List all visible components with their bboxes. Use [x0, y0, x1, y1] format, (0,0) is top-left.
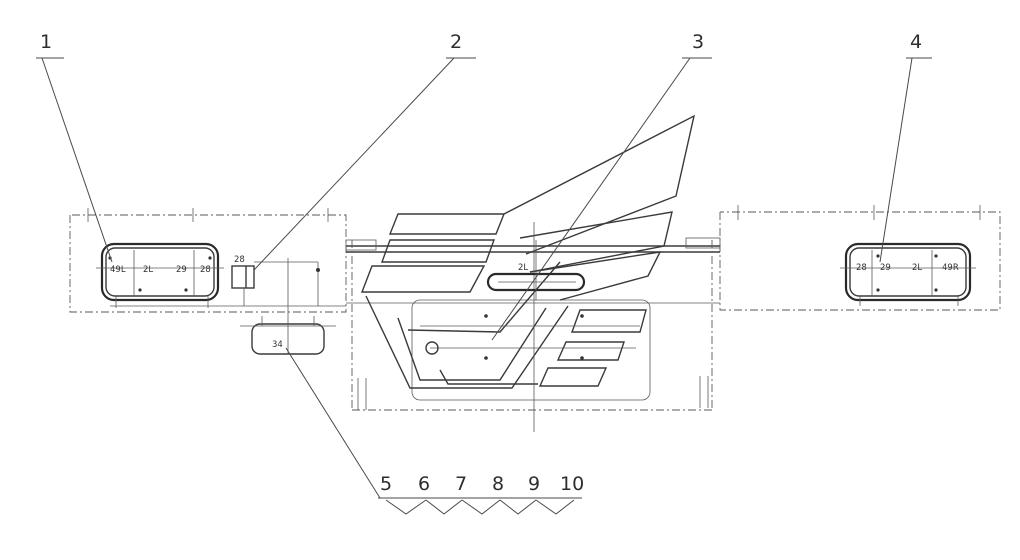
right-frame [719, 205, 1001, 311]
left-lamp-label-49l: 49L [110, 265, 126, 275]
callout-4: 4 [910, 31, 922, 53]
leader-lines [36, 57, 932, 515]
center-lamp-label: 2L [518, 263, 528, 273]
callout-5: 5 [380, 473, 392, 495]
callout-2: 2 [450, 31, 462, 53]
left-lamp-label-29: 29 [176, 265, 187, 275]
callout-3: 3 [692, 31, 704, 53]
small-lamp-label: 28 [234, 255, 245, 265]
center-lamp [486, 240, 586, 300]
lower-lamp-label: 34 [272, 340, 283, 350]
callout-1: 1 [40, 31, 52, 53]
left-lamp-label-2l: 2L [143, 265, 153, 275]
callout-10: 10 [560, 473, 584, 495]
stripe-decal [360, 114, 696, 432]
right-tail-lamp [840, 242, 976, 306]
left-lamp-label-28: 28 [200, 265, 211, 275]
right-lamp-label-49r: 49R [942, 263, 959, 273]
callout-9: 9 [528, 473, 540, 495]
lower-lamp [240, 312, 336, 355]
callout-6: 6 [418, 473, 430, 495]
left-frame [69, 208, 347, 313]
small-lamp [231, 258, 320, 312]
right-lamp-label-28: 28 [856, 263, 867, 273]
right-lamp-label-2l: 2L [912, 263, 922, 273]
left-tail-lamp [96, 242, 346, 308]
right-lamp-label-29: 29 [880, 263, 891, 273]
callout-7: 7 [455, 473, 467, 495]
callout-8: 8 [492, 473, 504, 495]
